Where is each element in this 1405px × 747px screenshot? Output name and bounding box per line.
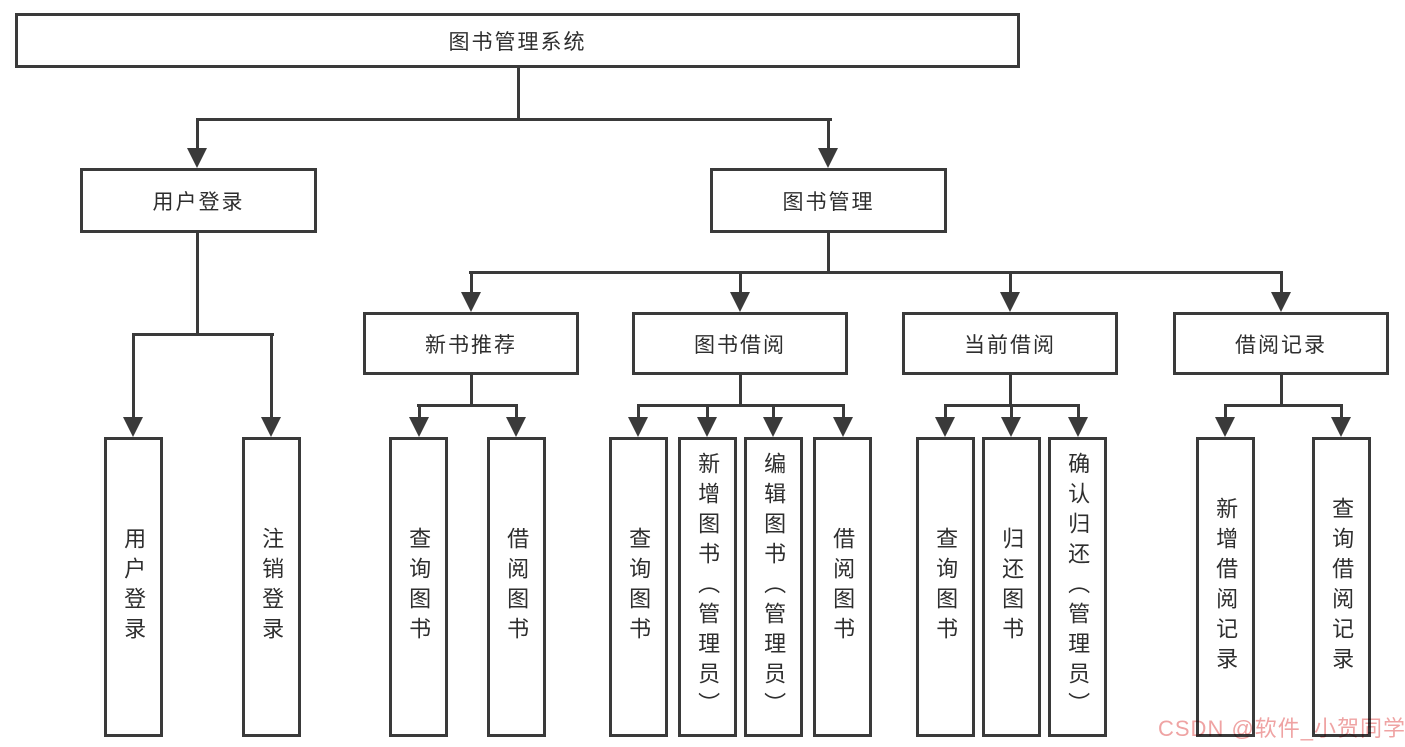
connector-root-drop [517,66,520,120]
leaf-add-borrow-record: 新增借阅记录 [1196,437,1255,737]
arrow-down-icon [123,417,143,437]
connector-stem-level3 [470,271,473,295]
arrow-down-icon [730,292,750,312]
leaf-logout: 注销登录 [242,437,301,737]
arrow-down-icon [1068,417,1088,437]
node-current-borrow: 当前借阅 [902,312,1118,375]
connector-borrow-record-drop [1280,373,1283,407]
node-root-label: 图书管理系统 [448,30,587,54]
arrow-down-icon [1000,292,1020,312]
connector-stem-user-login [196,118,199,152]
node-book-mgmt-label: 图书管理 [782,190,875,214]
leaf-add-book-admin-label: 新增图书（管理员） [695,452,721,722]
leaf-rec-borrow-book-label: 借阅图书 [504,527,530,647]
leaf-confirm-return-admin-label: 确认归还（管理员） [1065,452,1091,722]
connector-stem-leaf [637,404,640,420]
leaf-rec-query-book: 查询图书 [389,437,448,737]
connector-stem-leaf [772,404,775,420]
connector-stem-leaf [1077,404,1080,420]
leaf-return-book: 归还图书 [982,437,1041,737]
connector-book-borrow-bus [637,404,845,407]
arrow-down-icon [1271,292,1291,312]
node-borrow-record-label: 借阅记录 [1235,333,1327,357]
connector-book-borrow-drop [739,373,742,407]
connector-stem-leaf [515,404,518,420]
connector-level2-bus [196,118,832,121]
arrow-down-icon [409,417,429,437]
node-book-mgmt: 图书管理 [710,168,947,233]
node-current-borrow-label: 当前借阅 [964,333,1056,357]
connector-stem-leaf [842,404,845,420]
connector-stem-leaf [1010,404,1013,420]
leaf-user-login-label: 用户登录 [121,527,147,647]
leaf-add-borrow-record-label: 新增借阅记录 [1213,497,1239,677]
leaf-edit-book-admin: 编辑图书（管理员） [744,437,803,737]
leaf-logout-label: 注销登录 [259,527,285,647]
leaf-current-query-book: 查询图书 [916,437,975,737]
connector-stem-leaf [944,404,947,420]
connector-book-mgmt-drop [827,231,830,273]
node-new-book-rec: 新书推荐 [363,312,579,375]
leaf-rec-query-book-label: 查询图书 [406,527,432,647]
arrow-down-icon [818,148,838,168]
leaf-borrow-book-label: 借阅图书 [830,527,856,647]
csdn-watermark: CSDN @软件_小贺同学 [1158,716,1405,741]
arrow-down-icon [833,417,853,437]
connector-stem-leaf [706,404,709,420]
node-borrow-record: 借阅记录 [1173,312,1389,375]
connector-stem-level3 [1009,271,1012,295]
arrow-down-icon [697,417,717,437]
arrow-down-icon [1331,417,1351,437]
connector-stem-level3 [1280,271,1283,295]
node-new-book-rec-label: 新书推荐 [425,333,517,357]
arrow-down-icon [935,417,955,437]
leaf-query-borrow-record: 查询借阅记录 [1312,437,1371,737]
leaf-edit-book-admin-label: 编辑图书（管理员） [761,452,787,722]
arrow-down-icon [461,292,481,312]
leaf-borrow-query-book-label: 查询图书 [626,527,652,647]
node-user-login-label: 用户登录 [152,190,245,214]
connector-stem-leaf [132,333,135,419]
connector-borrow-record-bus [1224,404,1343,407]
arrow-down-icon [1215,417,1235,437]
leaf-borrow-book: 借阅图书 [813,437,872,737]
connector-user-login-drop [196,231,199,335]
node-book-borrow-label: 图书借阅 [694,333,786,357]
connector-new-book-rec-bus [417,404,518,407]
connector-current-borrow-drop [1009,373,1012,407]
connector-stem-level3 [739,271,742,295]
leaf-return-book-label: 归还图书 [999,527,1025,647]
node-user-login: 用户登录 [80,168,317,233]
arrow-down-icon [628,417,648,437]
connector-stem-book-mgmt [827,118,830,152]
connector-new-book-rec-drop [470,373,473,407]
node-root: 图书管理系统 [15,13,1020,68]
arrow-down-icon [187,148,207,168]
connector-user-login-bus [132,333,274,336]
connector-stem-leaf [270,333,273,419]
leaf-confirm-return-admin: 确认归还（管理员） [1048,437,1107,737]
leaf-query-borrow-record-label: 查询借阅记录 [1329,497,1355,677]
arrow-down-icon [1001,417,1021,437]
connector-stem-leaf [1340,404,1343,420]
connector-stem-leaf [418,404,421,420]
arrow-down-icon [763,417,783,437]
leaf-add-book-admin: 新增图书（管理员） [678,437,737,737]
arrow-down-icon [261,417,281,437]
leaf-borrow-query-book: 查询图书 [609,437,668,737]
leaf-user-login: 用户登录 [104,437,163,737]
node-book-borrow: 图书借阅 [632,312,848,375]
leaf-current-query-book-label: 查询图书 [933,527,959,647]
arrow-down-icon [506,417,526,437]
connector-stem-leaf [1224,404,1227,420]
leaf-rec-borrow-book: 借阅图书 [487,437,546,737]
connector-level3-bus [469,271,1283,274]
